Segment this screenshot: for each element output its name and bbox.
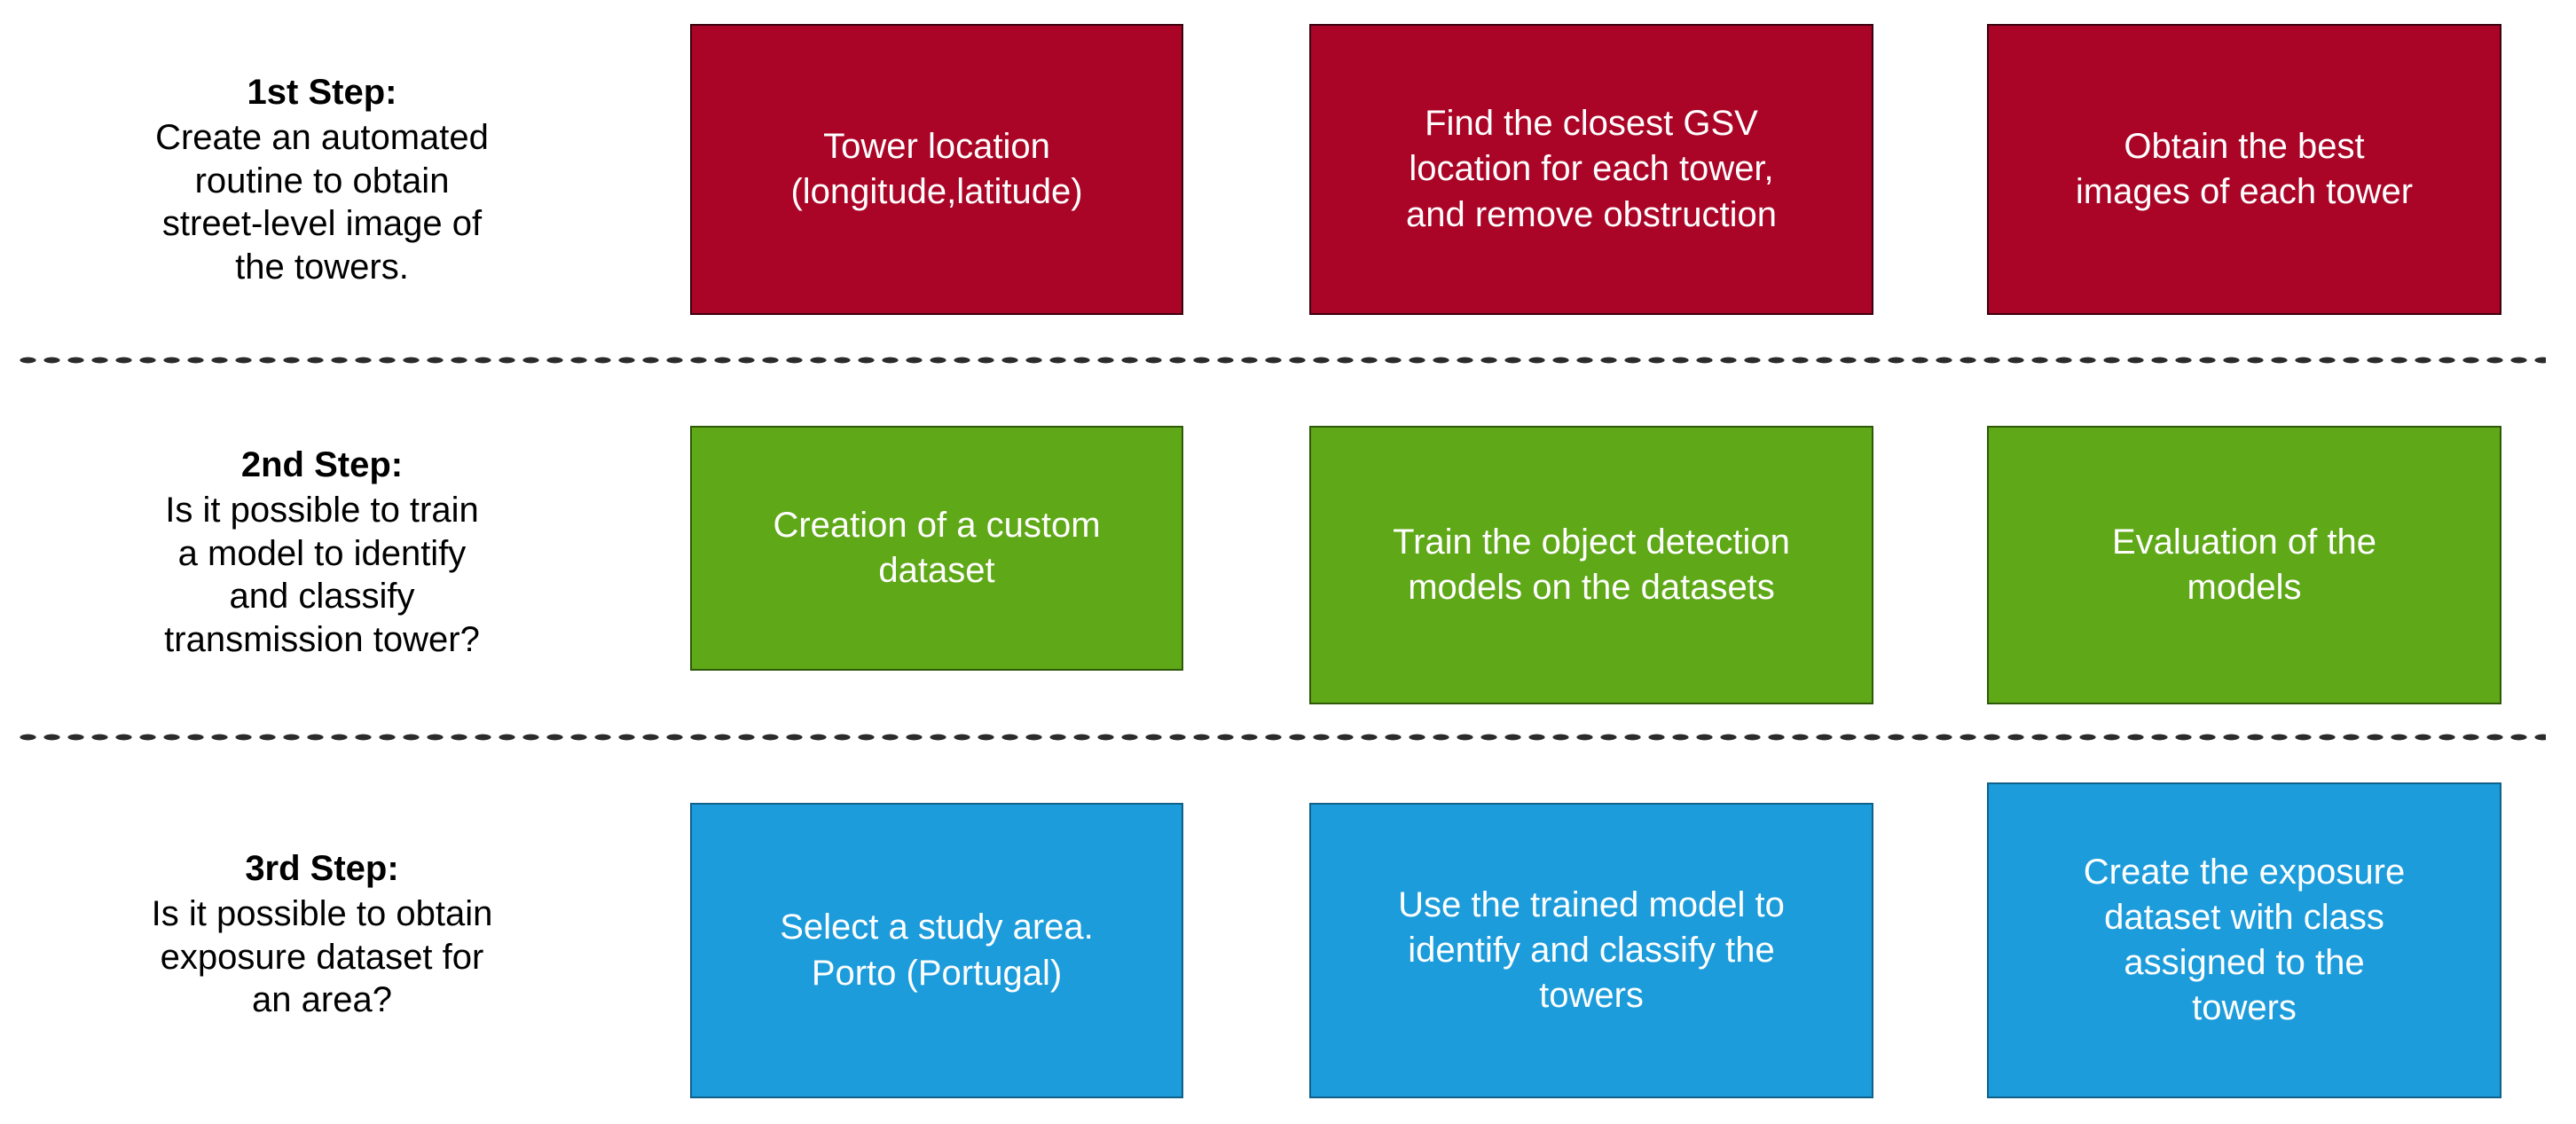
step2-cell-1: Creation of a custom dataset [656,369,1274,736]
step-description-2: Is it possible to train a model to ident… [164,490,480,660]
step-description-1: Create an automated routine to obtain st… [155,117,489,287]
step1-cell-2: Find the closest GSV location for each t… [1274,0,1948,360]
step2-cell-3: Evaluation of the models [1948,369,2576,736]
step3-cell-3: Create the exposure dataset with class a… [1948,745,2576,1124]
process-box-select-study-area[interactable]: Select a study area. Porto (Portugal) [690,803,1183,1098]
step2-cell-2: Train the object detection models on the… [1274,369,1948,736]
process-box-creation-custom-dataset[interactable]: Creation of a custom dataset [690,426,1183,671]
step-row-3: 3rd Step: Is it possible to obtain expos… [0,745,2576,1124]
step-boxes-1: Tower location (longitude,latitude) Find… [656,0,2576,360]
process-box-train-object-detection[interactable]: Train the object detection models on the… [1309,426,1873,704]
step-row-2: 2nd Step: Is it possible to train a mode… [0,369,2576,736]
process-box-find-closest-gsv[interactable]: Find the closest GSV location for each t… [1309,24,1873,315]
step-row-1: 1st Step: Create an automated routine to… [0,0,2576,360]
step-title-1: 1st Step: [247,73,397,112]
process-box-tower-location[interactable]: Tower location (longitude,latitude) [690,24,1183,315]
step-label-3: 3rd Step: Is it possible to obtain expos… [0,847,656,1022]
step1-cell-1: Tower location (longitude,latitude) [656,0,1274,360]
step-boxes-2: Creation of a custom dataset Train the o… [656,369,2576,736]
step1-cell-3: Obtain the best images of each tower [1948,0,2576,360]
step-label-2: 2nd Step: Is it possible to train a mode… [0,444,656,662]
section-divider-2 [16,733,2546,742]
step3-cell-2: Use the trained model to identify and cl… [1274,745,1948,1124]
step-title-2: 2nd Step: [240,445,404,484]
step-description-3: Is it possible to obtain exposure datase… [151,893,493,1020]
section-divider-1 [16,356,2546,365]
process-box-obtain-best-images[interactable]: Obtain the best images of each tower [1987,24,2501,315]
step3-cell-1: Select a study area. Porto (Portugal) [656,745,1274,1124]
step-title-3: 3rd Step: [245,848,399,888]
step-label-1: 1st Step: Create an automated routine to… [0,71,656,289]
process-box-use-trained-model[interactable]: Use the trained model to identify and cl… [1309,803,1873,1098]
process-box-evaluation-models[interactable]: Evaluation of the models [1987,426,2501,704]
step-boxes-3: Select a study area. Porto (Portugal) Us… [656,745,2576,1124]
process-box-create-exposure-dataset[interactable]: Create the exposure dataset with class a… [1987,782,2501,1098]
